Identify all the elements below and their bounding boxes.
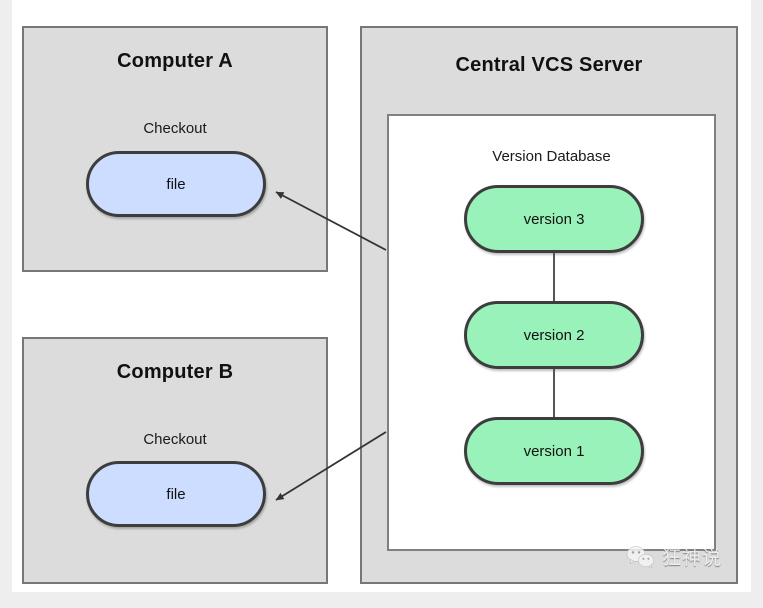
watermark-text: 狂神说 <box>661 547 722 569</box>
central-vcs-server-title: Central VCS Server <box>455 54 643 76</box>
version-node-1[interactable]: version 1 <box>464 417 644 485</box>
computer-b-panel: Computer B Checkout file <box>22 337 328 584</box>
computer-a-panel: Computer A Checkout file <box>22 26 328 272</box>
connector-v2-v1 <box>553 369 555 417</box>
computer-a-file-label: file <box>166 175 186 193</box>
version-database-box: Version Database version 3 version 2 ver… <box>387 114 716 551</box>
wechat-icon <box>626 545 654 569</box>
computer-b-checkout-label: Checkout <box>143 431 207 448</box>
watermark: 狂神说 <box>626 543 722 570</box>
computer-b-file-label: file <box>166 485 186 503</box>
connector-v3-v2 <box>553 253 555 301</box>
computer-b-file-node[interactable]: file <box>86 461 266 527</box>
version-node-2[interactable]: version 2 <box>464 301 644 369</box>
computer-a-title: Computer A <box>117 50 233 72</box>
version-database-title: Version Database <box>492 148 611 165</box>
computer-b-title: Computer B <box>116 361 234 383</box>
version-node-3[interactable]: version 3 <box>464 185 644 253</box>
version-node-1-label: version 1 <box>523 442 585 460</box>
version-node-3-label: version 3 <box>523 210 585 228</box>
computer-a-checkout-label: Checkout <box>143 120 207 137</box>
computer-a-file-node[interactable]: file <box>86 151 266 217</box>
version-node-2-label: version 2 <box>523 326 585 344</box>
central-vcs-server-panel: Central VCS Server Version Database vers… <box>360 26 738 584</box>
